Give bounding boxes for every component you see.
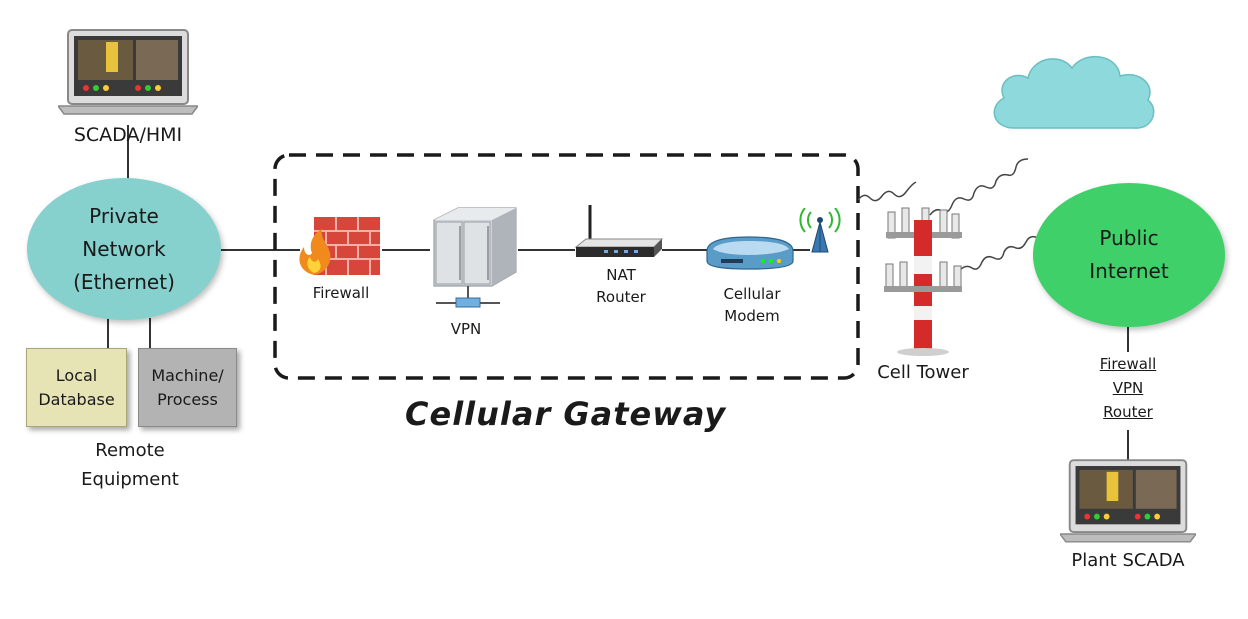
gateway-title: Cellular Gateway [405, 395, 727, 433]
wireless-antenna-link [857, 181, 917, 202]
local-database-box: Local Database [26, 348, 127, 427]
vpn-label: VPN [450, 320, 482, 338]
cellular-modem-line2: Modem [724, 307, 780, 325]
public-internet-line2: Internet [1089, 259, 1169, 283]
private-network-line2: Network [82, 236, 166, 261]
nat-router-label: NAT Router [579, 264, 663, 308]
cell-tower-icon [884, 207, 962, 356]
firewall-icon [299, 217, 380, 275]
firewall-label: Firewall [312, 284, 370, 302]
private-network-line1: Private [89, 203, 159, 228]
remote-equipment-label: Remote Equipment [55, 436, 205, 494]
plant-router-label: Router [1103, 403, 1153, 421]
gateway-boundary [273, 153, 860, 380]
plant-scada-label: Plant SCADA [1071, 550, 1185, 571]
vpn-server-icon [433, 207, 517, 308]
local-database-line2: Database [38, 389, 115, 409]
scada-hmi-label: SCADA/HMI [73, 124, 183, 146]
laptop-icon [58, 29, 198, 115]
machine-process-box: Machine/ Process [138, 348, 237, 427]
cellular-modem-line1: Cellular [723, 285, 781, 303]
remote-equipment-line1: Remote [95, 440, 165, 461]
public-internet-line1: Public [1099, 226, 1159, 250]
private-network-line3: (Ethernet) [73, 269, 175, 294]
remote-equipment-line2: Equipment [81, 469, 179, 490]
public-internet-node: Public Internet [1033, 183, 1225, 327]
plant-vpn-label: VPN [1112, 379, 1144, 397]
cell-tower-label: Cell Tower [877, 362, 969, 383]
private-network-node: Private Network (Ethernet) [27, 178, 221, 320]
cellular-modem-label: Cellular Modem [702, 283, 802, 327]
nat-router-line1: NAT [606, 266, 636, 284]
plant-firewall-label: Firewall [1099, 355, 1157, 373]
plant-network-stack: Firewall VPN Router [1078, 352, 1178, 424]
local-database-line1: Local [55, 365, 98, 385]
wireless-tower-internet [959, 231, 1049, 271]
router-icon [574, 205, 664, 257]
machine-process-line1: Machine/ [151, 365, 224, 385]
cloud-icon [993, 55, 1155, 129]
nat-router-line2: Router [596, 288, 646, 306]
machine-process-line2: Process [157, 389, 218, 409]
plant-laptop-icon [1060, 459, 1196, 543]
antenna-icon [799, 208, 841, 253]
modem-icon [706, 236, 794, 270]
